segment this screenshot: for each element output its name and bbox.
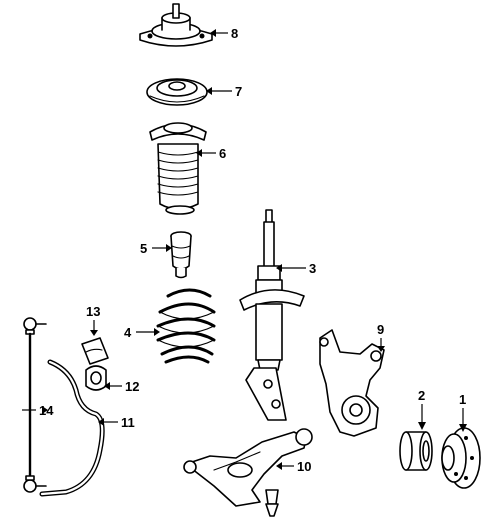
part-stabilizer-bracket: [81, 337, 109, 365]
callout-14: 14: [22, 403, 54, 418]
callout-1: 1: [459, 392, 467, 432]
callout-label-9: 9: [377, 322, 384, 337]
part-stabilizer-link: [23, 317, 47, 493]
callout-5: 5: [140, 241, 172, 256]
part-strut: [239, 209, 305, 421]
callout-label-10: 10: [297, 459, 311, 474]
callout-7: 7: [206, 84, 242, 99]
part-stabilizer-bushing: [85, 365, 107, 391]
callout-label-5: 5: [140, 241, 147, 256]
callout-label-12: 12: [125, 379, 139, 394]
callout-label-1: 1: [459, 392, 466, 407]
callout-label-2: 2: [418, 388, 425, 403]
part-steering-knuckle: [319, 329, 385, 437]
callout-13: 13: [86, 304, 100, 336]
callout-9: 9: [377, 322, 385, 352]
callout-label-7: 7: [235, 84, 242, 99]
callout-label-11: 11: [121, 415, 135, 430]
callout-6: 6: [196, 146, 226, 161]
part-lower-control-arm: [183, 428, 313, 517]
callout-label-3: 3: [309, 261, 316, 276]
callout-label-8: 8: [231, 26, 238, 41]
part-bump-stop: [170, 231, 192, 279]
callout-3: 3: [276, 261, 316, 276]
callout-4: 4: [124, 325, 160, 340]
callout-12: 12: [104, 379, 139, 394]
callout-8: 8: [210, 26, 238, 41]
callout-label-14: 14: [39, 403, 54, 418]
callout-2: 2: [418, 388, 426, 430]
part-wheel-hub: [441, 427, 481, 489]
part-strut-mount: [139, 3, 213, 47]
callout-11: 11: [98, 415, 135, 430]
callout-label-6: 6: [219, 146, 226, 161]
callout-label-4: 4: [124, 325, 132, 340]
part-stabilizer-bar: [39, 359, 105, 497]
callout-10: 10: [276, 459, 311, 474]
part-spring-seat: [146, 78, 208, 106]
part-wheel-bearing: [399, 431, 433, 471]
callout-label-13: 13: [86, 304, 100, 319]
part-coil-spring: [156, 288, 216, 364]
part-dust-boot: [149, 122, 207, 215]
